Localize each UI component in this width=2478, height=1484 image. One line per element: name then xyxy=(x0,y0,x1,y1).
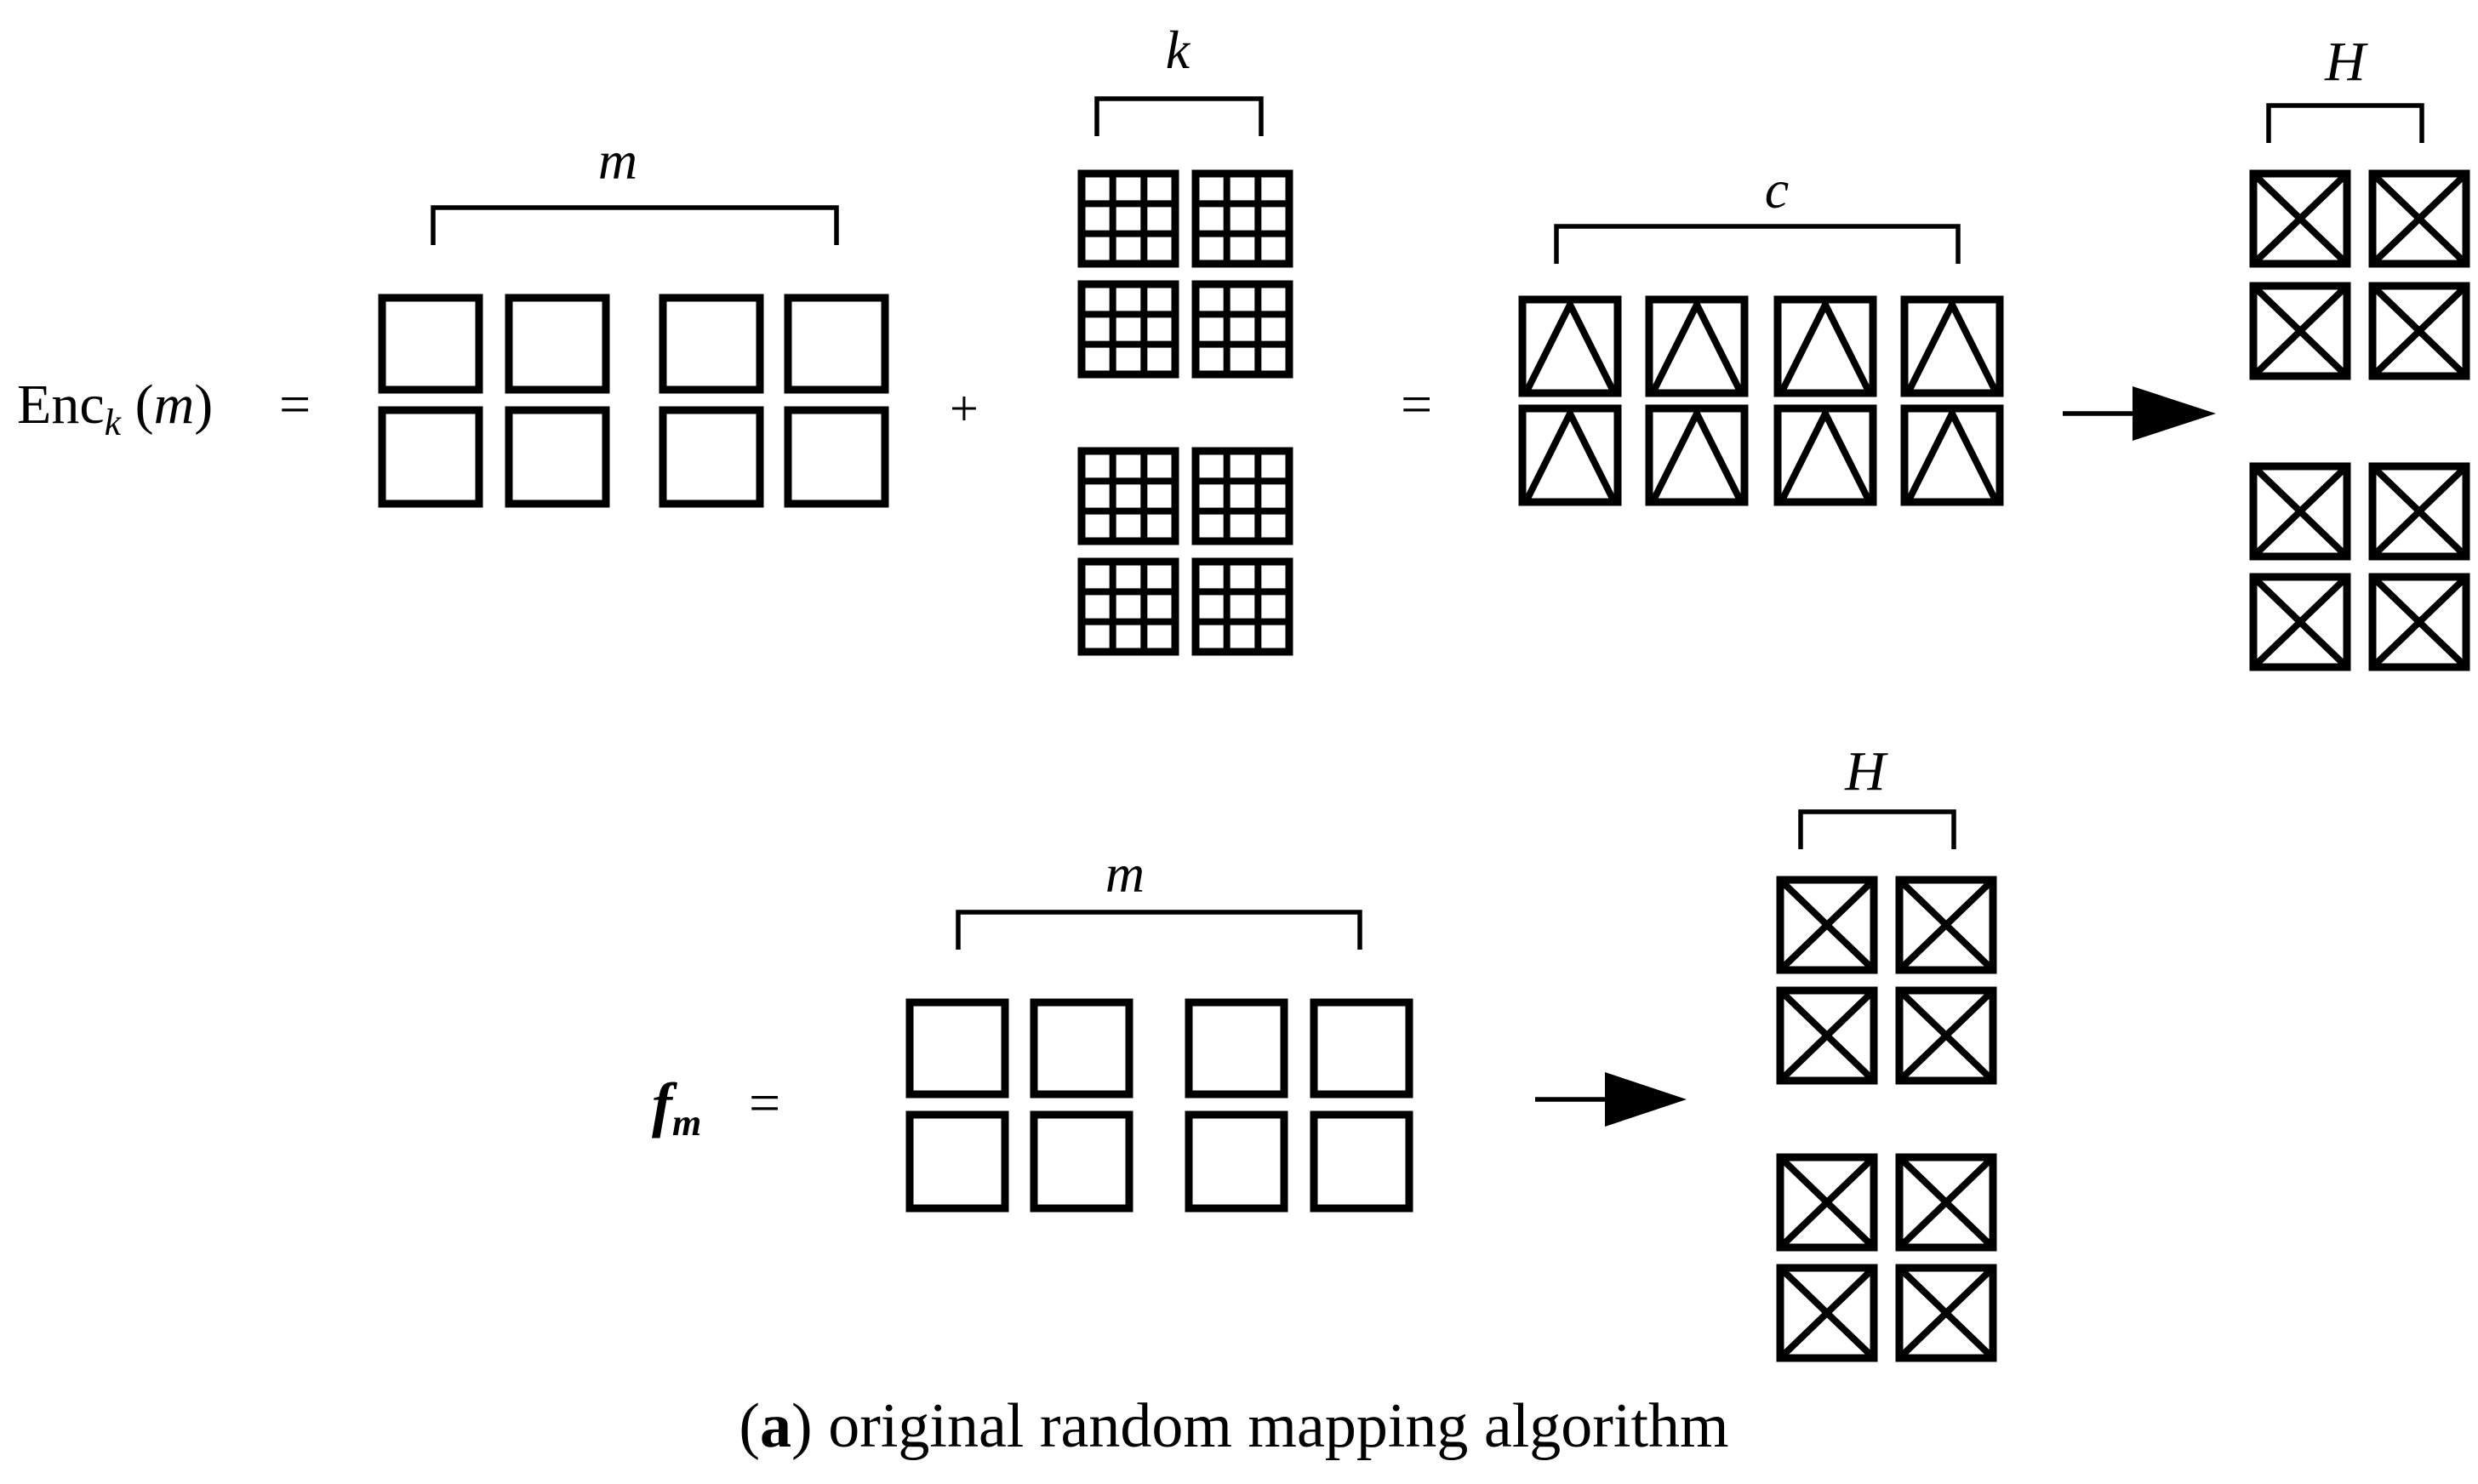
bracket-h-bottom xyxy=(1798,809,1956,849)
label-h-bottom: H xyxy=(1844,740,1888,802)
label-k: k xyxy=(1166,20,1191,80)
bracket-m-top xyxy=(431,205,839,245)
plus-sign: + xyxy=(950,380,979,437)
message-blocks-bottom xyxy=(905,998,1413,1213)
hash-blocks-bottom xyxy=(1776,876,1997,1362)
enc-subscript-k: k xyxy=(105,402,123,443)
hash-blocks-top xyxy=(2249,169,2470,671)
label-c: c xyxy=(1765,159,1789,220)
equals-sign-2: = xyxy=(1401,374,1432,436)
caption-text: original random mapping algorithm xyxy=(828,1391,1728,1461)
label-h-top: H xyxy=(2324,31,2368,93)
equals-sign-3: = xyxy=(749,1072,780,1134)
key-blocks xyxy=(1077,169,1293,656)
caption-letter: a xyxy=(760,1391,791,1461)
enc-label: Enck (m) xyxy=(17,374,213,443)
equals-sign-1: = xyxy=(279,374,311,436)
label-m-top: m xyxy=(598,130,637,191)
arrow-top xyxy=(2063,386,2216,441)
cipher-blocks xyxy=(1518,295,2004,506)
bracket-c xyxy=(1554,224,1961,264)
bracket-h-top xyxy=(2266,103,2424,143)
f-m-label: fm xyxy=(652,1070,701,1144)
label-m-bottom: m xyxy=(1105,843,1145,904)
message-blocks-top xyxy=(378,294,889,508)
bracket-k xyxy=(1094,96,1264,136)
f-subscript-m: m xyxy=(672,1102,701,1144)
arrow-bottom xyxy=(1535,1072,1687,1127)
caption: (a) original random mapping algorithm xyxy=(739,1391,1728,1461)
bracket-m-bottom xyxy=(956,910,1362,950)
